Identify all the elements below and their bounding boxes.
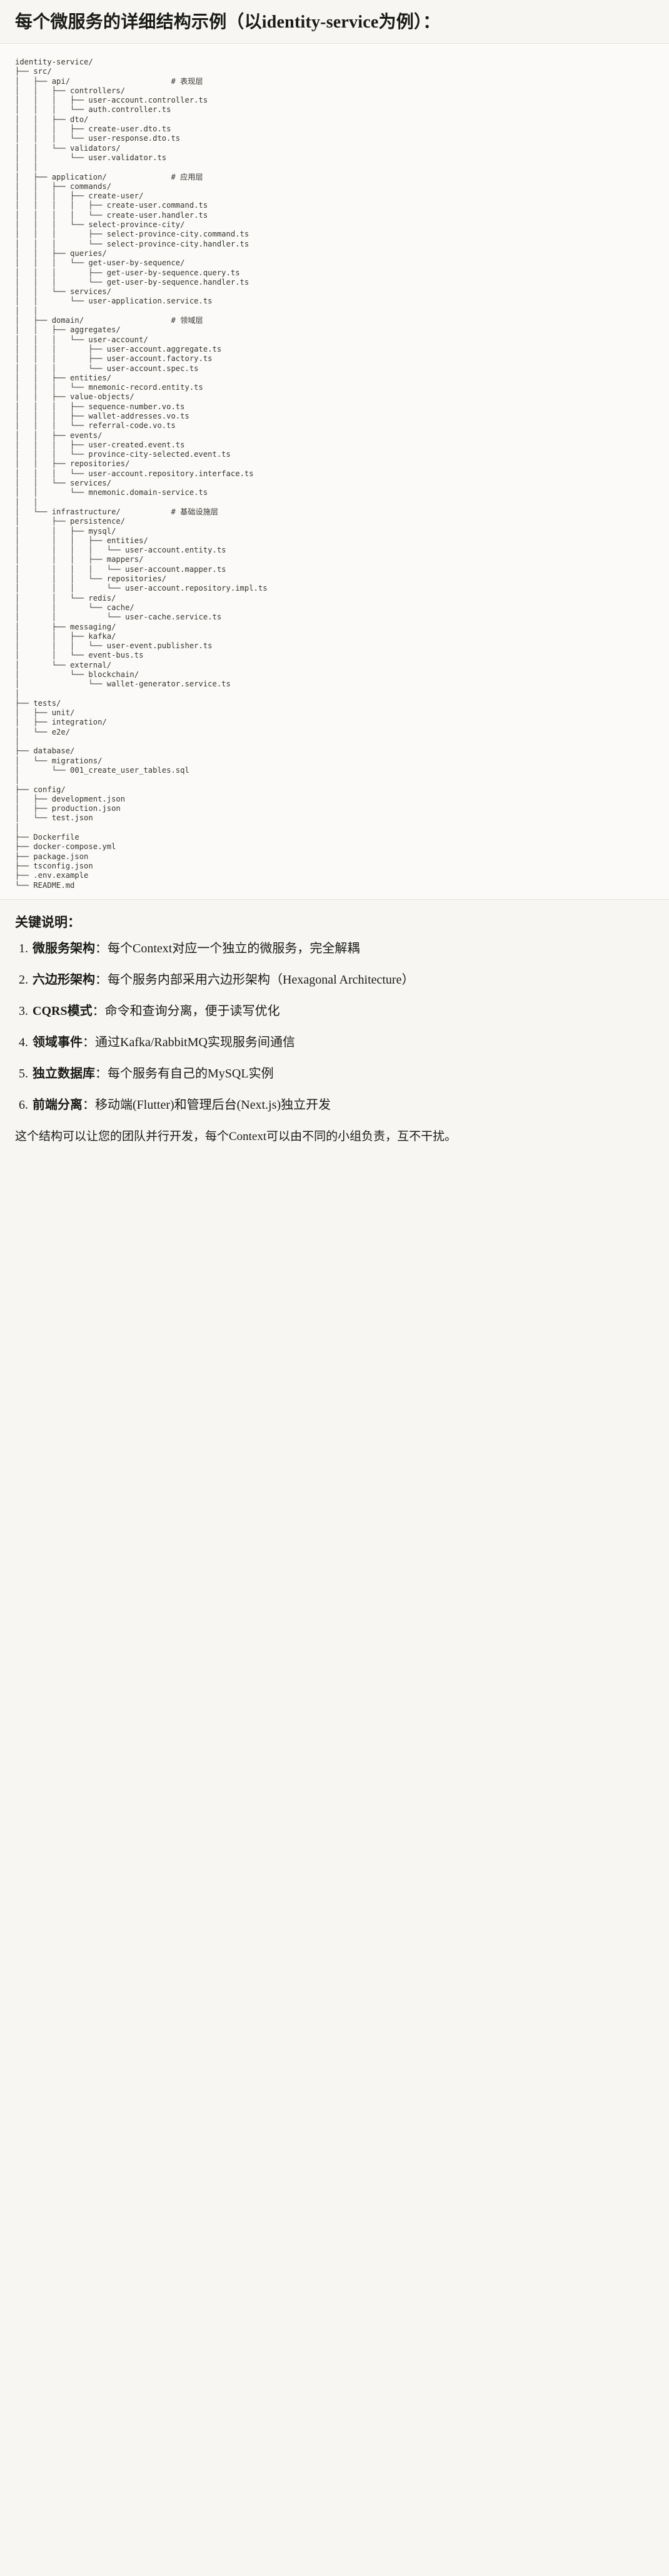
file-tree: identity-service/ ├── src/ │ ├── api/ # … [15,58,268,890]
key-point-description: 通过Kafka/RabbitMQ实现服务间通信 [95,1035,295,1049]
key-point-item: 独立数据库：每个服务有自己的MySQL实例 [31,1065,654,1083]
key-point-description: 命令和查询分离，便于读写优化 [104,1004,280,1018]
key-point-description: 每个服务内部采用六边形架构（Hexagonal Architecture） [108,972,415,987]
key-point-separator: ： [95,1066,108,1081]
key-points-heading: 关键说明： [15,914,81,930]
document-page: 每个微服务的详细结构示例（以identity-service为例）： ident… [0,0,669,1164]
key-point-term: 前端分离 [33,1097,83,1112]
key-point-term: CQRS模式 [33,1004,93,1018]
key-point-separator: ： [83,1097,95,1112]
key-point-item: 领域事件：通过Kafka/RabbitMQ实现服务间通信 [31,1034,654,1052]
key-points-footnote: 这个结构可以让您的团队并行开发，每个Context可以由不同的小组负责，互不干扰… [15,1129,457,1143]
key-point-description: 每个服务有自己的MySQL实例 [108,1066,274,1081]
key-point-separator: ： [95,941,108,955]
page-title: 每个微服务的详细结构示例（以identity-service为例）： [15,13,441,32]
key-point-separator: ： [92,1004,105,1018]
key-point-item: 前端分离：移动端(Flutter)和管理后台(Next.js)独立开发 [31,1096,654,1114]
key-points-list: 微服务架构：每个Context对应一个独立的微服务，完全解耦六边形架构：每个服务… [15,940,654,1114]
key-point-term: 领域事件 [33,1035,83,1049]
key-point-term: 六边形架构 [33,972,95,987]
page-header: 每个微服务的详细结构示例（以identity-service为例）： [0,0,669,44]
key-point-term: 微服务架构 [33,941,95,955]
key-point-separator: ： [95,972,108,987]
key-point-item: 六边形架构：每个服务内部采用六边形架构（Hexagonal Architectu… [31,971,654,989]
key-point-description: 移动端(Flutter)和管理后台(Next.js)独立开发 [95,1097,331,1112]
file-tree-block: identity-service/ ├── src/ │ ├── api/ # … [0,44,669,899]
key-points-section: 关键说明： 微服务架构：每个Context对应一个独立的微服务，完全解耦六边形架… [0,899,669,1164]
key-point-item: 微服务架构：每个Context对应一个独立的微服务，完全解耦 [31,940,654,958]
key-point-description: 每个Context对应一个独立的微服务，完全解耦 [108,941,360,955]
key-point-item: CQRS模式：命令和查询分离，便于读写优化 [31,1002,654,1021]
key-point-term: 独立数据库 [33,1066,95,1081]
key-point-separator: ： [83,1035,95,1049]
